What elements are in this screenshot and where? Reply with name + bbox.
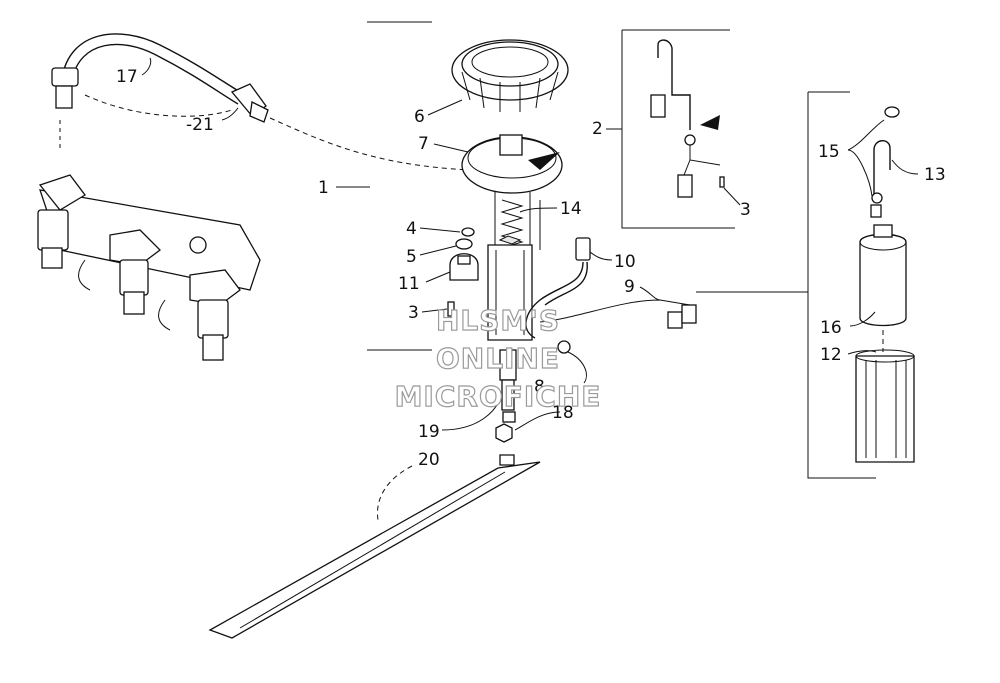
pump-detail-box: [696, 91, 915, 479]
fuel-pump-assembly: [208, 21, 697, 639]
leader-lines: [141, 57, 919, 521]
fuel-line: [51, 33, 471, 171]
watermark-line-1: HLSM'S: [436, 304, 560, 337]
callout-1: 1: [318, 178, 329, 198]
callout-6: 6: [414, 107, 425, 127]
callout-labels: 1 2 3 3 4 5 6 7 8 9 10 11 12 13 14 15 16…: [116, 67, 946, 470]
callout-13: 13: [924, 165, 946, 185]
callout-19: 19: [418, 422, 440, 442]
sender-detail-box: [621, 29, 735, 229]
callout-9: 9: [624, 277, 635, 297]
callout-5: 5: [406, 247, 417, 267]
callout-12: 12: [820, 345, 842, 365]
callout-8: 8: [534, 377, 545, 397]
callout-18: 18: [552, 403, 574, 423]
watermark-line-2: ONLINE: [436, 342, 560, 375]
callout-20: 20: [418, 450, 440, 470]
callout-16: 16: [820, 318, 842, 338]
fuel-rail-injectors: [37, 120, 261, 361]
callout-15: 15: [818, 142, 840, 162]
callout-7: 7: [418, 134, 429, 154]
callout-3-sender: 3: [740, 200, 751, 220]
watermark: HLSM'S ONLINE MICROFICHE: [394, 303, 602, 413]
callout-11: 11: [398, 274, 420, 294]
callout-2: 2: [592, 119, 603, 139]
callout-17: 17: [116, 67, 138, 87]
watermark-line-3: MICROFICHE: [395, 380, 602, 413]
callout-14: 14: [560, 199, 582, 219]
callout-10: 10: [614, 252, 636, 272]
callout-3-screw: 3: [408, 303, 419, 323]
callout-4: 4: [406, 219, 417, 239]
callout-21: -21: [186, 115, 214, 135]
